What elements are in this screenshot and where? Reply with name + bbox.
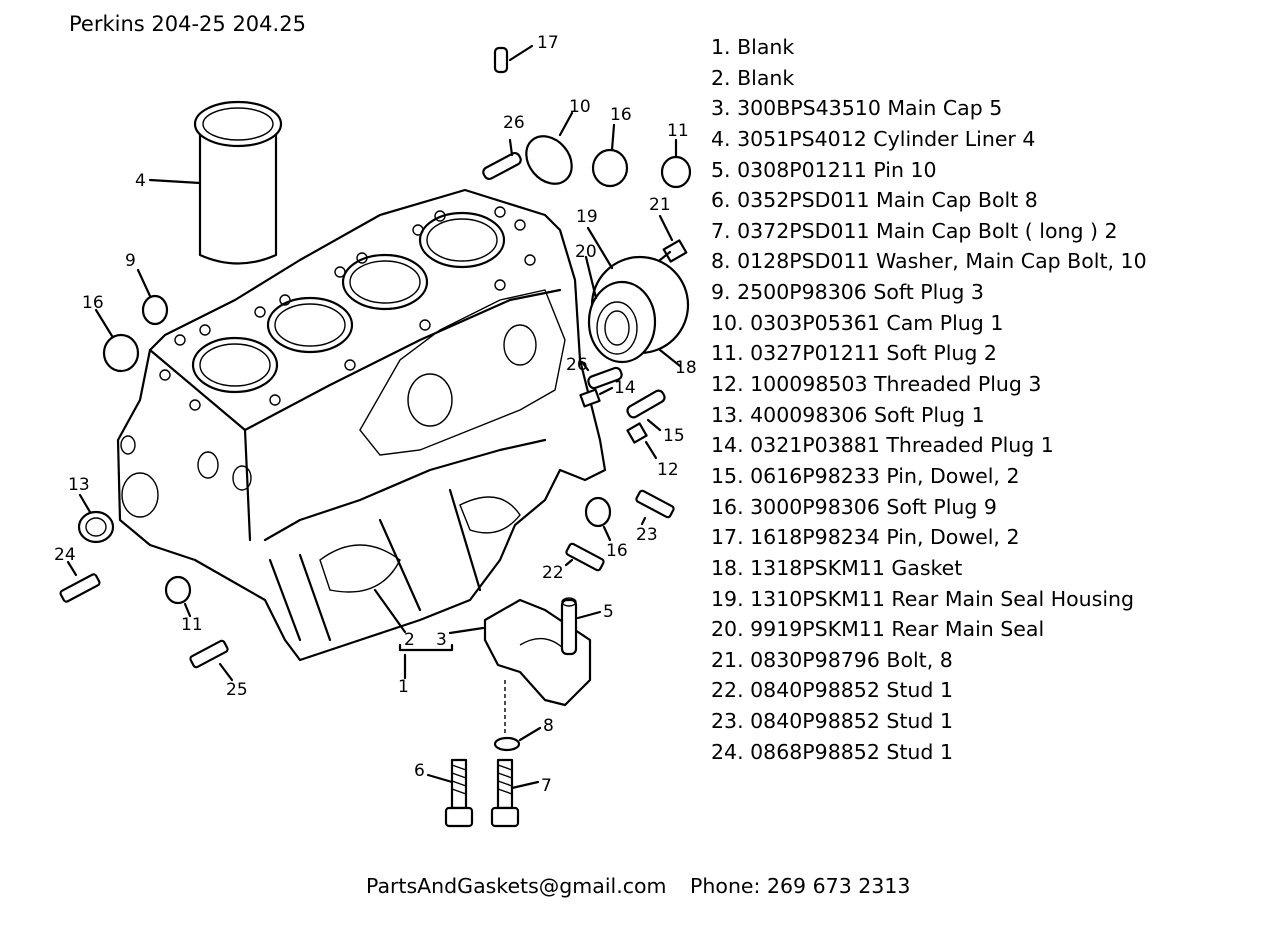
callout-1: 1 [398, 677, 409, 697]
callout-2: 2 [404, 630, 415, 650]
list-item: 22. 0840P98852 Stud 1 [711, 678, 953, 703]
small-parts [59, 44, 692, 682]
callout-25: 25 [226, 680, 248, 700]
callout-5: 5 [603, 602, 614, 622]
list-item: 11. 0327P01211 Soft Plug 2 [711, 341, 997, 366]
list-item: 2. Blank [711, 65, 795, 90]
list-item: 15. 0616P98233 Pin, Dowel, 2 [711, 463, 1020, 488]
callout-11: 11 [181, 615, 203, 635]
callout-19: 19 [576, 207, 598, 227]
engine-block-diagram: 17 26 10 16 11 4 21 19 20 9 16 26 18 14 … [54, 33, 697, 828]
list-item: 14. 0321P03881 Threaded Plug 1 [711, 433, 1054, 458]
list-item: 23. 0840P98852 Stud 1 [711, 709, 953, 734]
callout-13: 13 [68, 475, 90, 495]
contact-phone: Phone: 269 673 2313 [690, 874, 911, 898]
cylinder-liner [148, 100, 283, 265]
list-item: 13. 400098306 Soft Plug 1 [711, 402, 985, 427]
list-item: 8. 0128PSD011 Washer, Main Cap Bolt, 10 [711, 249, 1147, 274]
list-item: 9. 2500P98306 Soft Plug 3 [711, 280, 984, 305]
callout-labels: 17 26 10 16 11 4 21 19 20 9 16 26 18 14 … [54, 33, 697, 796]
callout-9: 9 [125, 251, 136, 271]
list-item: 19. 1310PSKM11 Rear Main Seal Housing [711, 586, 1135, 611]
callout-21: 21 [649, 195, 671, 215]
callout-17: 17 [537, 33, 559, 53]
callout-22: 22 [542, 563, 564, 583]
callout-4: 4 [135, 171, 146, 191]
callout-23: 23 [636, 525, 658, 545]
callout-14: 14 [614, 378, 636, 398]
callout-18: 18 [675, 358, 697, 378]
callout-15: 15 [663, 426, 685, 446]
main-cap-bolts [426, 758, 540, 828]
list-item: 10. 0303P05361 Cam Plug 1 [711, 310, 1004, 335]
list-item: 24. 0868P98852 Stud 1 [711, 739, 953, 764]
callout-6: 6 [414, 761, 425, 781]
bolt-21 [658, 214, 688, 263]
list-item: 12. 100098503 Threaded Plug 3 [711, 372, 1042, 397]
callout-3: 3 [436, 630, 447, 650]
list-item: 6. 0352PSD011 Main Cap Bolt 8 [711, 188, 1038, 213]
callout-26: 26 [503, 113, 525, 133]
callout-12: 12 [657, 460, 679, 480]
callout-16: 16 [82, 293, 104, 313]
list-item: 1. Blank [711, 35, 795, 59]
callout-7: 7 [541, 776, 552, 796]
callout-10: 10 [569, 97, 591, 117]
list-item: 5. 0308P01211 Pin 10 [711, 157, 937, 182]
parts-list: 1. Blank 2. Blank 3. 300BPS43510 Main Ca… [711, 32, 1147, 767]
rear-main-seal-housing [584, 226, 690, 368]
callout-16: 16 [606, 541, 628, 561]
list-item: 18. 1318PSKM11 Gasket [711, 555, 963, 580]
list-item: 7. 0372PSD011 Main Cap Bolt ( long ) 2 [711, 218, 1118, 243]
contact-footer: PartsAndGaskets@gmail.com Phone: 269 673… [366, 874, 910, 898]
list-item: 16. 3000P98306 Soft Plug 9 [711, 494, 997, 519]
list-item: 21. 0830P98796 Bolt, 8 [711, 647, 953, 672]
callout-16: 16 [610, 105, 632, 125]
callout-26: 26 [566, 355, 588, 375]
callout-8: 8 [543, 716, 554, 736]
callout-24: 24 [54, 545, 76, 565]
list-item: 17. 1618P98234 Pin, Dowel, 2 [711, 525, 1020, 550]
contact-email: PartsAndGaskets@gmail.com [366, 874, 667, 898]
list-item: 20. 9919PSKM11 Rear Main Seal [711, 617, 1045, 642]
diagram-title: Perkins 204-25 204.25 [69, 12, 306, 36]
callout-11: 11 [667, 121, 689, 141]
list-item: 4. 3051PS4012 Cylinder Liner 4 [711, 126, 1036, 151]
main-cap [373, 588, 602, 752]
engine-block [116, 188, 607, 662]
list-item: 3. 300BPS43510 Main Cap 5 [711, 96, 1003, 121]
callout-20: 20 [575, 242, 597, 262]
